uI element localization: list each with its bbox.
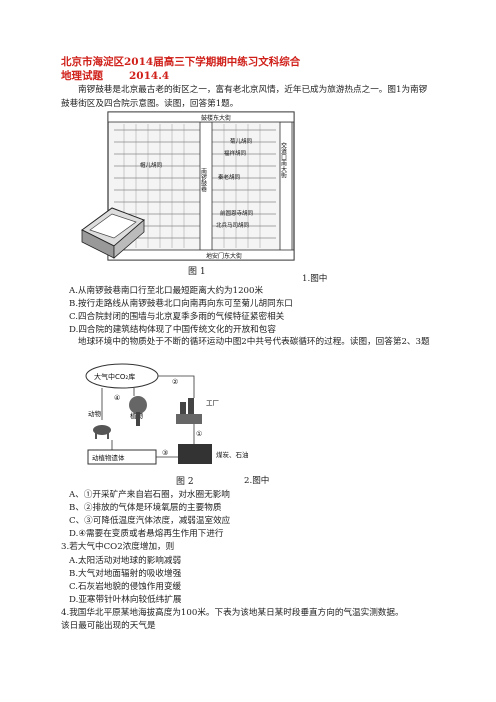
marker-2: ② (172, 378, 178, 386)
q1-option-b: B.按行走路线从南锣鼓巷北口向南再向东可至菊儿胡同东口 (69, 299, 293, 309)
q3-option-c: C.石灰岩地貌的侵蚀作用变缓 (69, 582, 182, 592)
figure-1-map: 鼓楼东大街 地安门东大街 南锣鼓巷 交道口南大街 福祥胡同 秦老胡同 帽儿胡同 … (81, 111, 295, 261)
intro-paragraph-2: 地球环境中的物质处于不断的循环运动中图2中共号代表碳循环的过程。读图，回答第2、… (78, 337, 430, 347)
q3-option-d: D.亚寒带针叶林向较低纬扩展 (69, 595, 182, 605)
marker-1: ① (196, 430, 202, 438)
question-4-stem: 4.我国华北平原某地海拔高度为100米。下表为该地某日某时段垂直方向的气温实测数… (61, 608, 404, 618)
marker-3: ③ (162, 449, 168, 457)
map-label-hutong-6: 北兵马司胡同 (216, 221, 250, 229)
question-2-stem: 2.图中 (244, 476, 270, 486)
map-label-south-street: 地安门东大街 (206, 252, 242, 260)
question-3-stem: 3.若大气中CO2浓度增加，则 (61, 542, 175, 552)
map-label-hutong-4: 前圆恩寺胡同 (220, 209, 254, 217)
q2-option-a: A、①开采矿产来自岩石圈，对水圈无影响 (69, 490, 230, 500)
map-label-hutong-1: 福祥胡同 (224, 149, 247, 157)
coal-block (178, 444, 212, 464)
doc-title-line2: 地理试题 2014.4 (61, 68, 169, 83)
map-label-north-street: 鼓楼东大街 (201, 114, 231, 122)
exam-date: 2014.4 (129, 70, 170, 82)
intro-paragraph-1: 南锣鼓巷是北京最古老的街区之一，富有老北京风情，近年已成为旅游热点之一。图1为南… (61, 85, 428, 109)
figure-1-caption: 图 1 (188, 267, 206, 277)
label-factory: 工厂 (206, 399, 220, 407)
q1-option-a: A.从南锣鼓巷南口行至北口最短距离大约为1200米 (69, 286, 264, 296)
map-label-nanluoguxiang: 南锣鼓巷 (200, 167, 207, 192)
label-remains: 动植物遗体 (92, 453, 125, 462)
map-label-hutong-3: 帽儿胡同 (140, 161, 163, 169)
plant-icon (129, 396, 147, 426)
animal-icon (93, 425, 111, 439)
marker-4: ④ (114, 394, 120, 402)
label-atmosphere: 大气中CO₂库 (94, 372, 135, 381)
map-label-east-street: 交道口南大街 (280, 141, 287, 179)
q1-option-c: C.四合院封闭的围墙与北京夏季多雨的气候特征紧密相关 (69, 312, 285, 322)
factory-icon (176, 398, 202, 424)
figure-2-carbon-cycle: 大气中CO₂库 动物 植物 工厂 动植物遗体 煤炭、石油 ① ② ③ ④ (85, 363, 249, 465)
question-4-stem-cont: 该日最可能出现的天气是 (61, 621, 156, 631)
q3-option-b: B.大气对地面辐射的吸收增强 (69, 569, 182, 579)
figure-2-caption: 图 2 (176, 477, 194, 487)
q2-option-d: D.④需要在变质或者悬熔再生作用下进行 (69, 529, 224, 539)
label-coal-oil: 煤炭、石油 (216, 450, 249, 459)
q2-option-c: C、③可降低温度汽体浓度，减弱温室效应 (69, 516, 231, 526)
label-animals: 动物 (88, 409, 102, 418)
courtyard-inset (81, 207, 145, 259)
q3-option-a: A.太阳活动对地球的影响减弱 (69, 556, 182, 566)
q2-option-b: B、②排放的气体是环境氧层的主要物质 (69, 503, 222, 513)
doc-title-line1: 北京市海淀区2014届高三下学期期中练习文科综合 (61, 56, 301, 68)
map-label-hutong-2: 秦老胡同 (218, 173, 241, 181)
question-1-stem: 1.图中 (302, 274, 328, 284)
q1-option-d: D.四合院的建筑结构体现了中国传统文化的开放和包容 (69, 325, 276, 335)
subject-label: 地理试题 (61, 70, 103, 82)
map-label-hutong-5: 菊儿胡同 (230, 137, 253, 145)
